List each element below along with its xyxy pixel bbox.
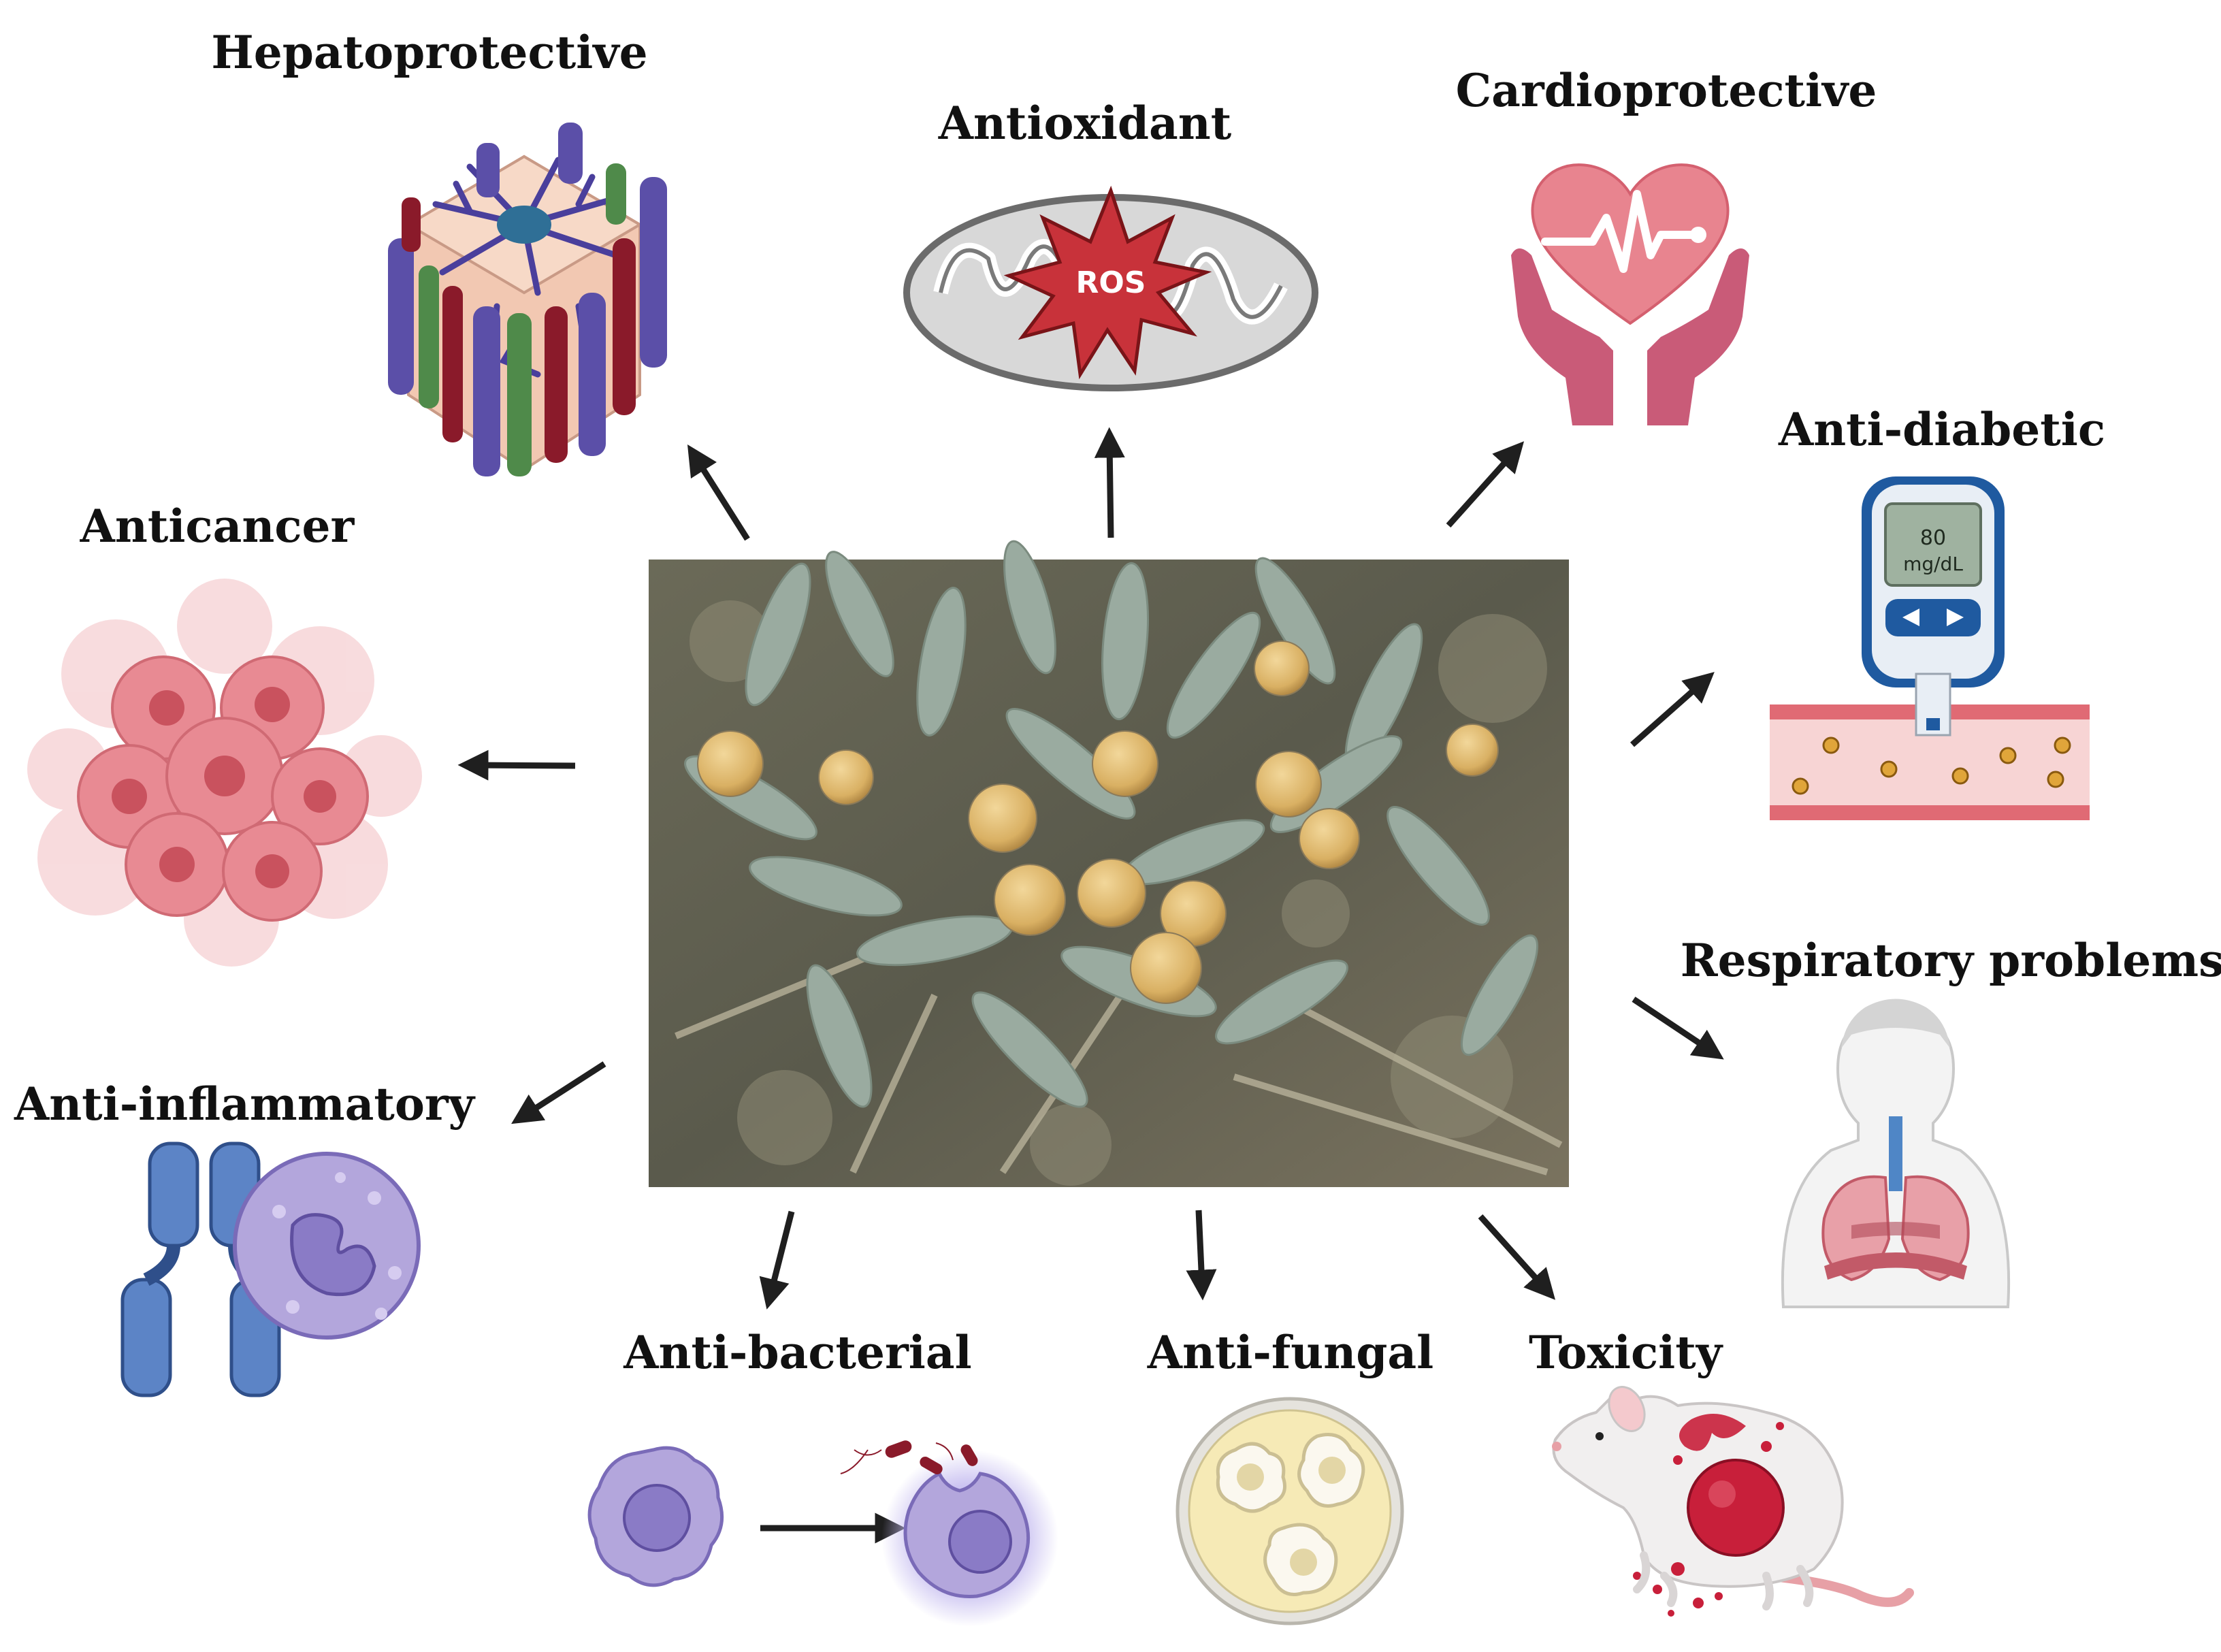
arrow-anticancer	[457, 749, 576, 781]
label-respiratory-problems: Respiratory problems	[1680, 934, 2221, 987]
label-anti-inflammatory: Anti-inflammatory	[14, 1078, 475, 1131]
rat-toxicity-illustration	[1552, 1386, 1914, 1617]
label-hepatoprotective: Hepatoprotective	[211, 26, 648, 79]
label-anticancer: Anticancer	[80, 500, 355, 553]
ros-burst-icon	[1003, 185, 1212, 380]
label-anti-diabetic: Anti-diabetic	[1778, 403, 2106, 456]
arrow-antioxidant	[1094, 427, 1125, 538]
arrow-toxicity	[1478, 1214, 1556, 1300]
label-cardioprotective: Cardioprotective	[1455, 64, 1877, 117]
liver-lobule-illustration	[388, 123, 667, 476]
arrow-anti-fungal	[1186, 1210, 1217, 1301]
glucose-meter-illustration: 80 mg/dL	[1770, 476, 2090, 820]
label-anti-fungal: Anti-fungal	[1147, 1326, 1434, 1379]
label-anti-bacterial: Anti-bacterial	[623, 1326, 972, 1379]
mitochondrion-ros-illustration: ROS	[903, 185, 1318, 391]
cancer-cell-cluster-illustration	[27, 579, 422, 967]
label-toxicity: Toxicity	[1528, 1326, 1723, 1379]
ros-text: ROS	[1076, 265, 1146, 300]
heart-in-hands-illustration	[1511, 163, 1749, 425]
petri-dish-illustration	[1176, 1397, 1404, 1625]
glucose-unit: mg/dL	[1903, 553, 1963, 575]
arrow-anti-diabetic	[1630, 672, 1715, 747]
arrow-anti-bacterial	[759, 1210, 795, 1310]
macrophage-phagocytosis-illustration	[587, 1440, 1058, 1627]
glucose-value: 80	[1920, 526, 1946, 550]
plant-photo	[649, 540, 1569, 1187]
respiratory-torso-illustration	[1781, 999, 2011, 1308]
arrow-hepatoprotective	[687, 444, 750, 541]
arrow-anti-inflammatory	[511, 1061, 606, 1124]
anti-inflammatory-illustration	[120, 1141, 421, 1397]
arrow-respiratory	[1632, 997, 1724, 1060]
arrow-cardioprotective	[1446, 441, 1525, 528]
label-antioxidant: Antioxidant	[938, 97, 1232, 150]
